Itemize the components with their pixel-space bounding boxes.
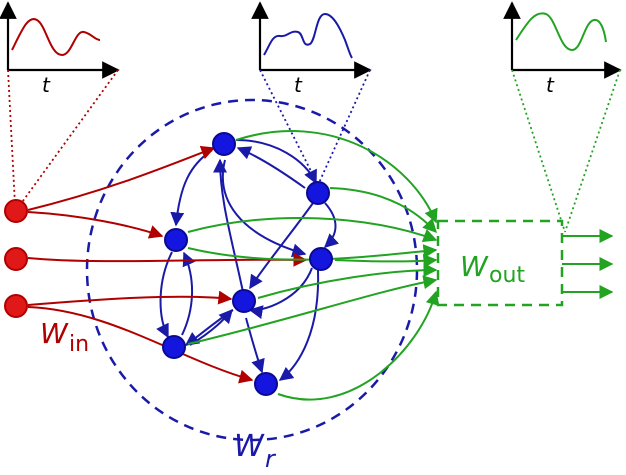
reservoir-edge — [181, 251, 196, 336]
w-in-symbol: W — [40, 317, 69, 350]
reservoir-nodes — [162, 132, 333, 396]
w-out-label: W out — [460, 250, 525, 288]
readout-edge — [277, 290, 440, 401]
reservoir-projection-line-right — [317, 69, 371, 186]
reservoir-edge — [248, 267, 313, 319]
reservoir-node — [212, 132, 236, 156]
reservoir-edge — [156, 251, 173, 339]
reservoir-boundary — [85, 98, 419, 442]
output-arrows — [562, 229, 614, 299]
input-nodes — [4, 199, 28, 318]
reservoir-edge — [245, 317, 265, 374]
reservoir-edge — [213, 158, 244, 293]
readout-edge — [187, 275, 438, 345]
input-projection-line-left — [7, 69, 16, 206]
reservoir-node — [162, 335, 186, 359]
input-node — [4, 247, 28, 271]
reservoir-edge — [236, 146, 306, 189]
readout-edge — [257, 263, 438, 299]
input-node — [4, 199, 28, 223]
reservoir-node — [254, 372, 278, 396]
reservoir-signal-curve — [263, 12, 353, 59]
output-projection-line-left — [511, 69, 566, 233]
reservoir-edge — [221, 159, 307, 258]
reservoir-node — [306, 181, 330, 205]
w-r-label: W r — [234, 429, 277, 473]
readout-edge — [329, 187, 437, 234]
reservoir-projection-line-left — [259, 69, 319, 186]
output-weights-box — [436, 219, 564, 307]
input-edge — [27, 211, 164, 239]
readout-edge — [187, 217, 438, 243]
reservoir-edge — [278, 269, 320, 381]
output-signal-curve — [515, 12, 607, 52]
w-in-subscript: in — [69, 332, 89, 357]
input-edge — [27, 146, 216, 211]
output-signal-plot: t — [503, 1, 622, 233]
w-r-subscript: r — [265, 445, 277, 470]
output-projection-line-right — [564, 69, 621, 233]
input-signal-curve — [11, 18, 101, 57]
reservoir-edge — [235, 139, 317, 185]
input-plot-t-label: t — [42, 73, 51, 97]
reservoir-node — [164, 228, 188, 252]
reservoir-node — [232, 289, 256, 313]
w-r-symbol: W — [234, 429, 265, 464]
reservoir-signal-plot: t — [251, 1, 372, 186]
input-edge — [27, 290, 233, 306]
w-out-subscript: out — [489, 263, 525, 288]
input-connections — [27, 146, 308, 384]
input-edge — [27, 306, 254, 384]
reservoir-edge — [249, 202, 314, 290]
readout-edge — [235, 130, 438, 224]
input-signal-plot: t — [0, 1, 120, 206]
w-in-label: W in — [40, 317, 89, 357]
output-plot-t-label: t — [546, 73, 555, 97]
w-out-symbol: W — [460, 250, 489, 283]
readout-edge — [334, 253, 438, 268]
reservoir-node — [309, 247, 333, 271]
reservoir-plot-t-label: t — [294, 73, 303, 97]
reservoir-edge — [323, 202, 340, 248]
input-projection-line-right — [19, 69, 119, 206]
input-node — [4, 294, 28, 318]
